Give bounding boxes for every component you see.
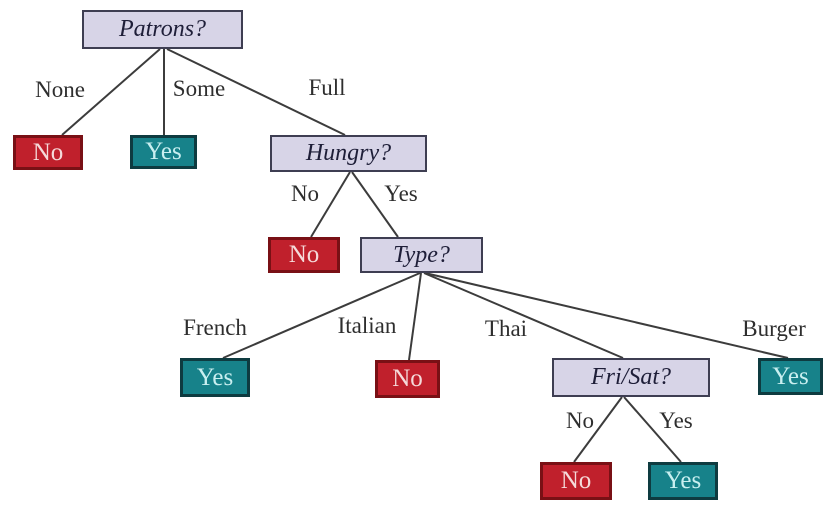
edge-label-burger: Burger: [742, 316, 806, 341]
edge-label-none: None: [35, 77, 85, 102]
edge-type-italian: [408, 272, 422, 361]
node-frisat: Fri/Sat?: [552, 358, 710, 397]
edge-label-italian: Italian: [337, 313, 397, 338]
leaf-hungry-no: No: [268, 237, 340, 273]
edge-label-thai: Thai: [484, 316, 528, 341]
leaf-italian-no: No: [375, 360, 440, 398]
edge-label-french: French: [183, 315, 247, 340]
leaf-some-yes: Yes: [130, 135, 197, 169]
edge-label-frisat-yes: Yes: [659, 408, 693, 433]
edge-label-some: Some: [172, 76, 226, 101]
leaf-frisat-yes: Yes: [648, 462, 718, 500]
node-hungry: Hungry?: [270, 135, 427, 172]
edge-label-hungry-no: No: [290, 181, 320, 206]
edge-type-burger: [424, 272, 789, 359]
edge-label-frisat-no: No: [565, 408, 595, 433]
leaf-none-no: No: [13, 135, 83, 170]
leaf-french-yes: Yes: [180, 358, 250, 397]
node-type: Type?: [360, 237, 483, 273]
edge-label-hungry-yes: Yes: [384, 181, 418, 206]
edge-label-full: Full: [308, 75, 346, 100]
leaf-frisat-no: No: [540, 462, 612, 500]
node-patrons: Patrons?: [82, 10, 243, 49]
leaf-burger-yes: Yes: [758, 358, 823, 395]
